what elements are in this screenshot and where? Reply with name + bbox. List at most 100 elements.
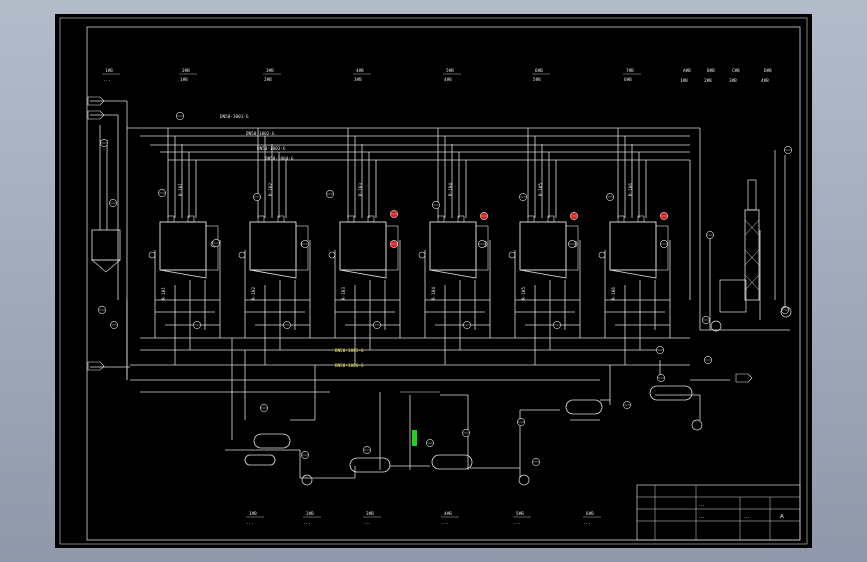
header-label-right: D#B — [764, 68, 772, 74]
drain-valve — [148, 251, 156, 259]
bottom-sublabel: ... — [246, 521, 254, 526]
pump-2 — [518, 474, 530, 486]
header-sublabel: 5#B — [533, 77, 541, 83]
header-label: 3#B — [266, 68, 274, 74]
reactor-nozzle — [637, 215, 645, 223]
reactor-nozzle — [617, 215, 625, 223]
column-stack — [747, 179, 757, 211]
drawing-number: ... — [744, 514, 749, 520]
reactor-nozzle — [167, 215, 175, 223]
reactor-tag: R-105 — [538, 183, 544, 196]
drain-valve — [328, 251, 336, 259]
reactor-nozzle — [527, 215, 535, 223]
reactor-nozzle — [187, 215, 195, 223]
line-number: DN50-1001-G — [220, 114, 249, 120]
bottom-sublabel: ... — [583, 521, 591, 526]
header-sublabel: ... — [103, 78, 111, 83]
flow-meter — [412, 430, 417, 446]
bottom-sublabel: ... — [441, 521, 449, 526]
header-sublabel: 1#B — [180, 77, 188, 83]
auxiliary-equipment — [87, 96, 792, 486]
drawing-sheet — [55, 14, 812, 548]
reactor-jacket — [655, 225, 669, 271]
reactor-cone — [249, 269, 297, 279]
reactor-tag: R-104 — [431, 287, 437, 300]
bottom-label: 2#B — [306, 511, 314, 517]
header-label-right: C#B — [732, 68, 740, 74]
reactor-jacket — [385, 225, 399, 271]
receiver-drum-3 — [565, 399, 603, 415]
header-sublabel: 3#B — [354, 77, 362, 83]
receiver-drum-2 — [431, 454, 473, 470]
sheet-size: A — [780, 514, 784, 520]
reactor-4 — [418, 215, 489, 279]
receiver-drum-4 — [649, 385, 693, 401]
feed-arrow — [87, 96, 105, 106]
reactor-nozzle — [437, 215, 445, 223]
bottom-sublabel: ... — [363, 521, 371, 526]
header-sublabel: 6#B — [624, 77, 632, 83]
header-label: 4#B — [356, 68, 364, 74]
reactor-tag: R-104 — [448, 183, 454, 196]
header-label-right: A#B — [683, 68, 691, 74]
reactor-jacket — [295, 225, 309, 271]
reactor-1 — [148, 215, 219, 279]
bottom-sublabel: ... — [303, 521, 311, 526]
header-sublabel-right: 4#B — [761, 78, 769, 84]
reactor-vessel — [519, 221, 567, 271]
reactor-jacket — [475, 225, 489, 271]
line-number: DN50-1004-G — [265, 156, 294, 162]
reactor-tag: R-101 — [178, 183, 184, 196]
header-label: 6#B — [535, 68, 543, 74]
header-label: 2#B — [182, 68, 190, 74]
feed-arrow — [87, 110, 105, 120]
reactor-tag: R-105 — [521, 287, 527, 300]
header-sublabel-right: 2#B — [704, 78, 712, 84]
line-number-highlight: DN50-1006-G — [335, 363, 364, 369]
instrument-group — [98, 112, 792, 466]
column-packing — [744, 219, 760, 291]
reactor-vessel — [429, 221, 477, 271]
heat-exchanger — [253, 433, 291, 449]
reactor-nozzle — [547, 215, 555, 223]
header-sublabel-right: 3#B — [729, 78, 737, 84]
reactor-nozzle — [457, 215, 465, 223]
bottom-label: 1#B — [249, 511, 257, 517]
drain-valve — [598, 251, 606, 259]
header-label: 7#B — [626, 68, 634, 74]
tank-right — [719, 279, 747, 313]
reactor-tag: R-102 — [251, 287, 257, 300]
drain-valve — [508, 251, 516, 259]
reactor-tag: R-103 — [358, 183, 364, 196]
reactor-cone — [519, 269, 567, 279]
reactor-nozzle — [277, 215, 285, 223]
reactor-5 — [508, 215, 579, 279]
title-line-2: ... — [699, 514, 704, 520]
bottom-labels: 1#B...2#B...3#B...4#B...5#B...6#B... — [246, 511, 601, 526]
condenser-left-cone — [91, 259, 121, 273]
bottom-sublabel: ... — [513, 521, 521, 526]
reactor-cone — [159, 269, 207, 279]
reactor-jacket — [565, 225, 579, 271]
reactor-2 — [238, 215, 309, 279]
product-arrow — [735, 373, 753, 383]
header-sublabel-right: 1#B — [680, 78, 688, 84]
reactor-tag: R-106 — [628, 183, 634, 196]
bottom-label: 4#B — [444, 511, 452, 517]
reactor-cone — [609, 269, 657, 279]
reactor-cone — [339, 269, 387, 279]
reactor-nozzle — [257, 215, 265, 223]
line-number: DN50-1003-G — [257, 146, 286, 152]
reactor-group — [148, 215, 669, 279]
bottom-label: 5#B — [516, 511, 524, 517]
title-block: ... ... ... A — [636, 484, 801, 541]
reactor-tag: R-103 — [341, 287, 347, 300]
line-number-highlight: DN50-1005-G — [335, 348, 364, 354]
reactor-vessel — [159, 221, 207, 271]
header-label: 1#B — [105, 68, 113, 74]
line-labels: DN50-1001-GDN50-1002-GDN50-1003-GDN50-10… — [161, 114, 634, 369]
inner-border — [86, 26, 801, 541]
piping-lines — [90, 100, 790, 479]
